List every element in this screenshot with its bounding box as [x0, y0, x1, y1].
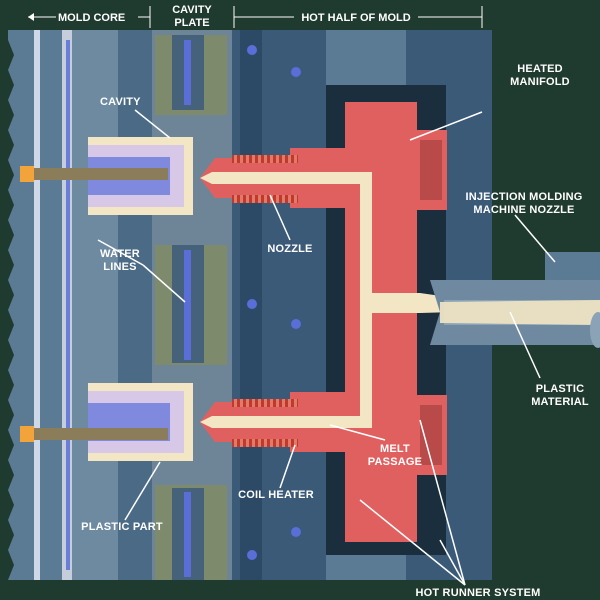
label-injection-nozzle-2: MACHINE NOZZLE	[473, 204, 574, 216]
label-water-lines-2: LINES	[103, 261, 136, 273]
header-cavity-plate-1: CAVITY	[172, 4, 212, 16]
cavity-plate	[152, 30, 232, 580]
label-cavity: CAVITY	[100, 96, 141, 108]
label-melt-passage-2: PASSAGE	[368, 456, 422, 468]
core-pin-rod	[34, 30, 40, 580]
machine-nozzle	[430, 252, 600, 348]
label-plastic-part: PLASTIC PART	[81, 521, 163, 533]
header-mold-core: MOLD CORE	[58, 12, 125, 24]
core-water-line	[66, 40, 70, 570]
ejector-pin-bottom	[20, 426, 168, 442]
label-plastic-material-1: PLASTIC	[536, 383, 584, 395]
label-melt-passage-1: MELT	[380, 443, 410, 455]
label-nozzle: NOZZLE	[267, 243, 312, 255]
plate-water-line-top	[184, 40, 191, 105]
ejector-pin-top	[20, 166, 168, 182]
leader-lines	[97, 109, 556, 586]
plastic-part-bottom	[88, 383, 193, 461]
plate-water-line-mid	[184, 250, 191, 360]
label-plastic-material-2: MATERIAL	[531, 396, 589, 408]
label-heated-manifold-2: MANIFOLD	[510, 76, 570, 88]
label-hot-runner-system: HOT RUNNER SYSTEM	[415, 587, 540, 599]
plate-water-line-bottom	[184, 492, 191, 577]
header-bar: MOLD CORE CAVITY PLATE HOT HALF OF MOLD	[0, 0, 600, 30]
header-cavity-plate-2: PLATE	[174, 17, 209, 29]
mold-core	[8, 30, 152, 580]
label-water-lines-1: WATER	[100, 248, 140, 260]
label-heated-manifold-1: HEATED	[517, 63, 563, 75]
label-coil-heater: COIL HEATER	[238, 489, 314, 501]
header-hot-half: HOT HALF OF MOLD	[301, 12, 410, 24]
label-injection-nozzle-1: INJECTION MOLDING	[465, 191, 582, 203]
